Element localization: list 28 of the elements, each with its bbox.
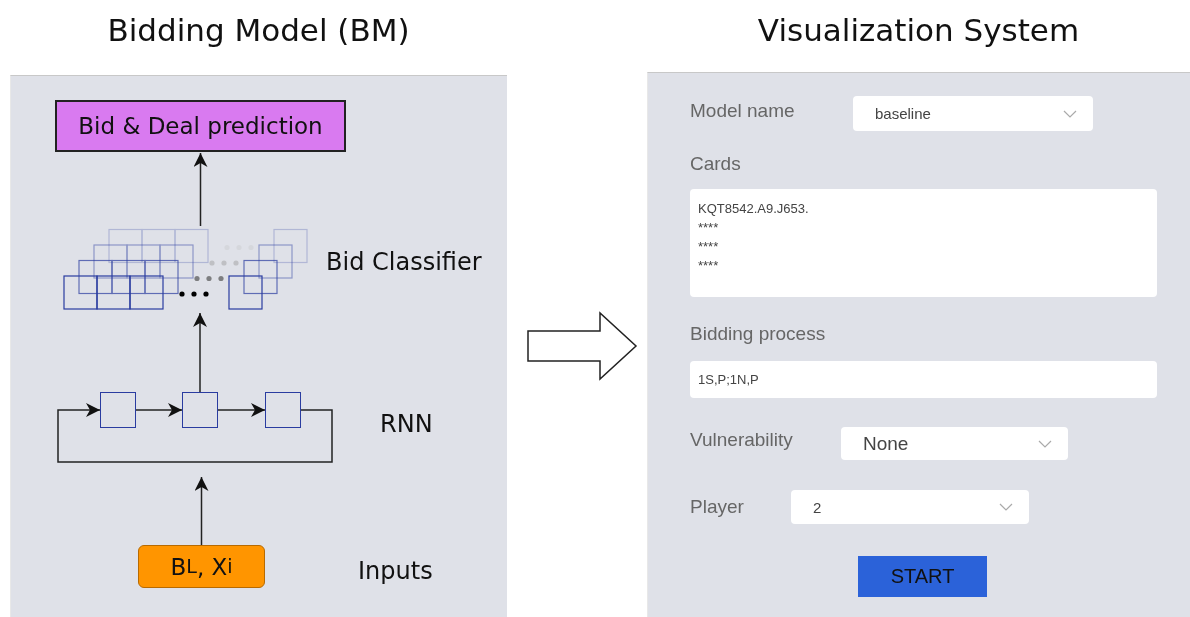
panel-title: Visualization System	[756, 12, 1081, 48]
arrow	[193, 312, 207, 393]
rnn-cell	[265, 392, 301, 428]
arrow	[217, 403, 266, 417]
arrow	[135, 403, 183, 417]
field-label: Player	[690, 496, 744, 518]
rnn-cell	[100, 392, 136, 428]
arrow	[57, 403, 333, 463]
arrow	[194, 476, 209, 546]
dropdown: None	[841, 427, 1068, 460]
bid-classifier-drawing	[62, 226, 310, 312]
output-box: Bid & Deal prediction	[55, 100, 346, 152]
field-label: Model name	[690, 100, 795, 122]
start-button: START	[858, 556, 987, 597]
layer-label: Inputs	[358, 557, 433, 585]
block-arrow	[527, 311, 638, 381]
layer-label: Bid Classifier	[326, 248, 482, 276]
layer-label: RNN	[380, 410, 433, 438]
input-field: 1S,P;1N,P	[690, 361, 1157, 398]
field-label: Vulnerability	[690, 429, 793, 451]
rnn-cell	[182, 392, 218, 428]
panel-title: Bidding Model (BM)	[106, 12, 411, 48]
field-label: Cards	[690, 153, 741, 175]
dropdown: baseline	[853, 96, 1093, 131]
text-area: KQT8542.A9.J653. **** **** ****	[690, 189, 1157, 297]
arrow	[193, 152, 208, 227]
dropdown: 2	[791, 490, 1029, 524]
field-label: Bidding process	[690, 323, 826, 345]
